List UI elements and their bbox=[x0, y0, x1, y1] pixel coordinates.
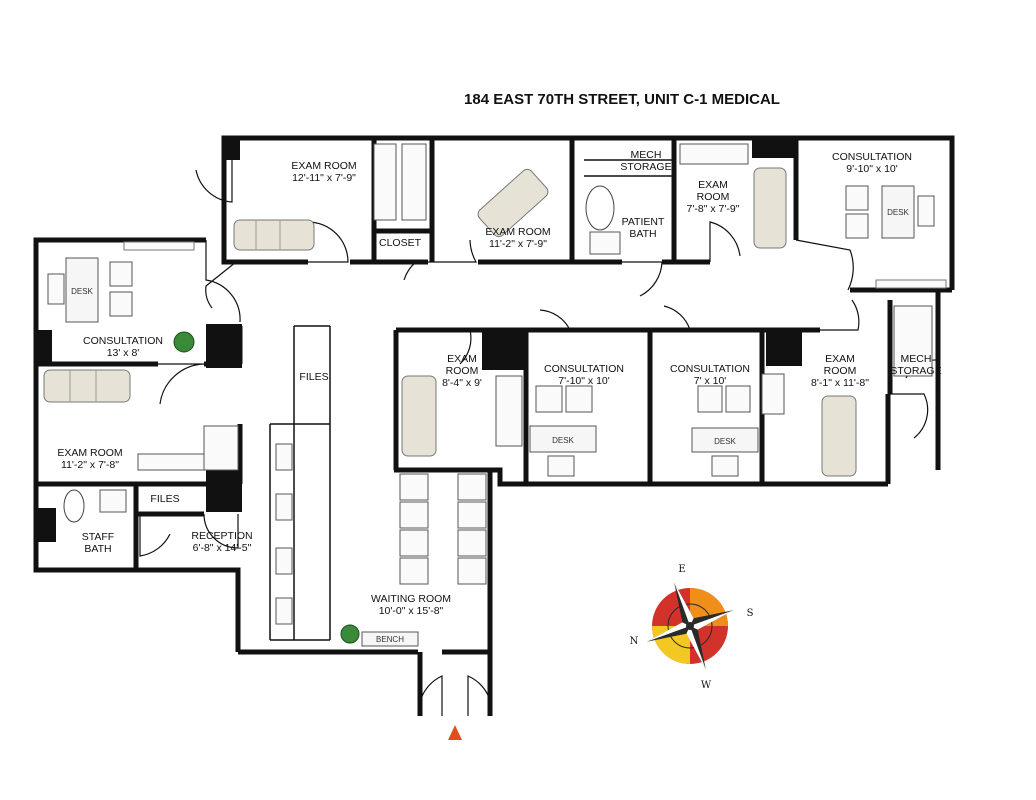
room-dims: 11'-2" x 7'-8" bbox=[61, 459, 119, 471]
room-dims: 9'-10" x 10' bbox=[846, 163, 898, 175]
desk-label: DESK bbox=[714, 437, 736, 446]
room-dims: 6'-8" x 14'-5" bbox=[193, 542, 252, 554]
room-name: CONSULTATION bbox=[832, 151, 912, 163]
room-dims: 11'-2" x 7'-9" bbox=[489, 238, 547, 250]
room-name: EXAM bbox=[447, 353, 477, 365]
desks-and-chairs: DESK DESK DESK DESK bbox=[47, 185, 935, 477]
room-name: EXAM ROOM bbox=[485, 226, 550, 238]
entrance-arrow-icon bbox=[448, 725, 462, 740]
room-name: ROOM bbox=[446, 365, 479, 377]
compass-rose: E S N W bbox=[630, 564, 754, 691]
compass-east: E bbox=[678, 564, 685, 575]
compass-south: S bbox=[747, 608, 754, 619]
desk-label: DESK bbox=[887, 208, 909, 217]
room-name: EXAM bbox=[825, 353, 855, 365]
room-name: CONSULTATION bbox=[544, 363, 624, 375]
compass-north: N bbox=[630, 636, 639, 647]
waiting-chairs: BENCH bbox=[361, 473, 487, 647]
wall-masses bbox=[36, 138, 802, 542]
room-name: FILES bbox=[299, 371, 328, 383]
fixtures bbox=[63, 143, 947, 644]
room-dims: 12'-11" x 7'-9" bbox=[292, 172, 356, 184]
reception-chairs bbox=[275, 443, 293, 625]
exam-tables bbox=[43, 167, 857, 477]
room-name: RECEPTION bbox=[191, 530, 252, 542]
room-name: EXAM ROOM bbox=[57, 447, 122, 459]
plan-title: 184 EAST 70TH STREET, UNIT C-1 MEDICAL bbox=[464, 91, 780, 108]
room-name: MECH bbox=[631, 149, 662, 161]
room-name: BATH bbox=[629, 228, 656, 240]
bench-label: BENCH bbox=[376, 635, 404, 644]
room-name: ROOM bbox=[824, 365, 857, 377]
room-name: STAFF bbox=[82, 531, 114, 543]
room-name: CLOSET bbox=[379, 237, 422, 249]
room-name: STORAGE bbox=[620, 161, 671, 173]
room-name: CONSULTATION bbox=[670, 363, 750, 375]
room-dims: 10'-0" x 15'-8" bbox=[379, 605, 444, 617]
room-name: STORAGE bbox=[890, 365, 941, 377]
room-dims: 7'-8" x 7'-9" bbox=[687, 203, 740, 215]
room-dims: 8'-4" x 9' bbox=[442, 377, 482, 389]
room-labels: EXAM ROOM 12'-11" x 7'-9" EXAM ROOM 11'-… bbox=[57, 149, 941, 617]
desk-label: DESK bbox=[71, 287, 93, 296]
room-name: PATIENT bbox=[622, 216, 665, 228]
room-name: WAITING ROOM bbox=[371, 593, 451, 605]
doors bbox=[139, 160, 939, 716]
room-name: BATH bbox=[84, 543, 111, 555]
room-name: EXAM bbox=[698, 179, 728, 191]
room-name: ROOM bbox=[697, 191, 730, 203]
room-name: EXAM ROOM bbox=[291, 160, 356, 172]
room-dims: 13' x 8' bbox=[107, 347, 140, 359]
compass-west: W bbox=[701, 680, 712, 691]
room-dims: 8'-1" x 11'-8" bbox=[811, 377, 869, 389]
room-dims: 7'-10" x 10' bbox=[558, 375, 610, 387]
desk-label: DESK bbox=[552, 436, 574, 445]
room-name: FILES bbox=[150, 493, 179, 505]
room-name: MECH bbox=[901, 353, 932, 365]
room-dims: 7' x 10' bbox=[694, 375, 727, 387]
room-name: CONSULTATION bbox=[83, 335, 163, 347]
